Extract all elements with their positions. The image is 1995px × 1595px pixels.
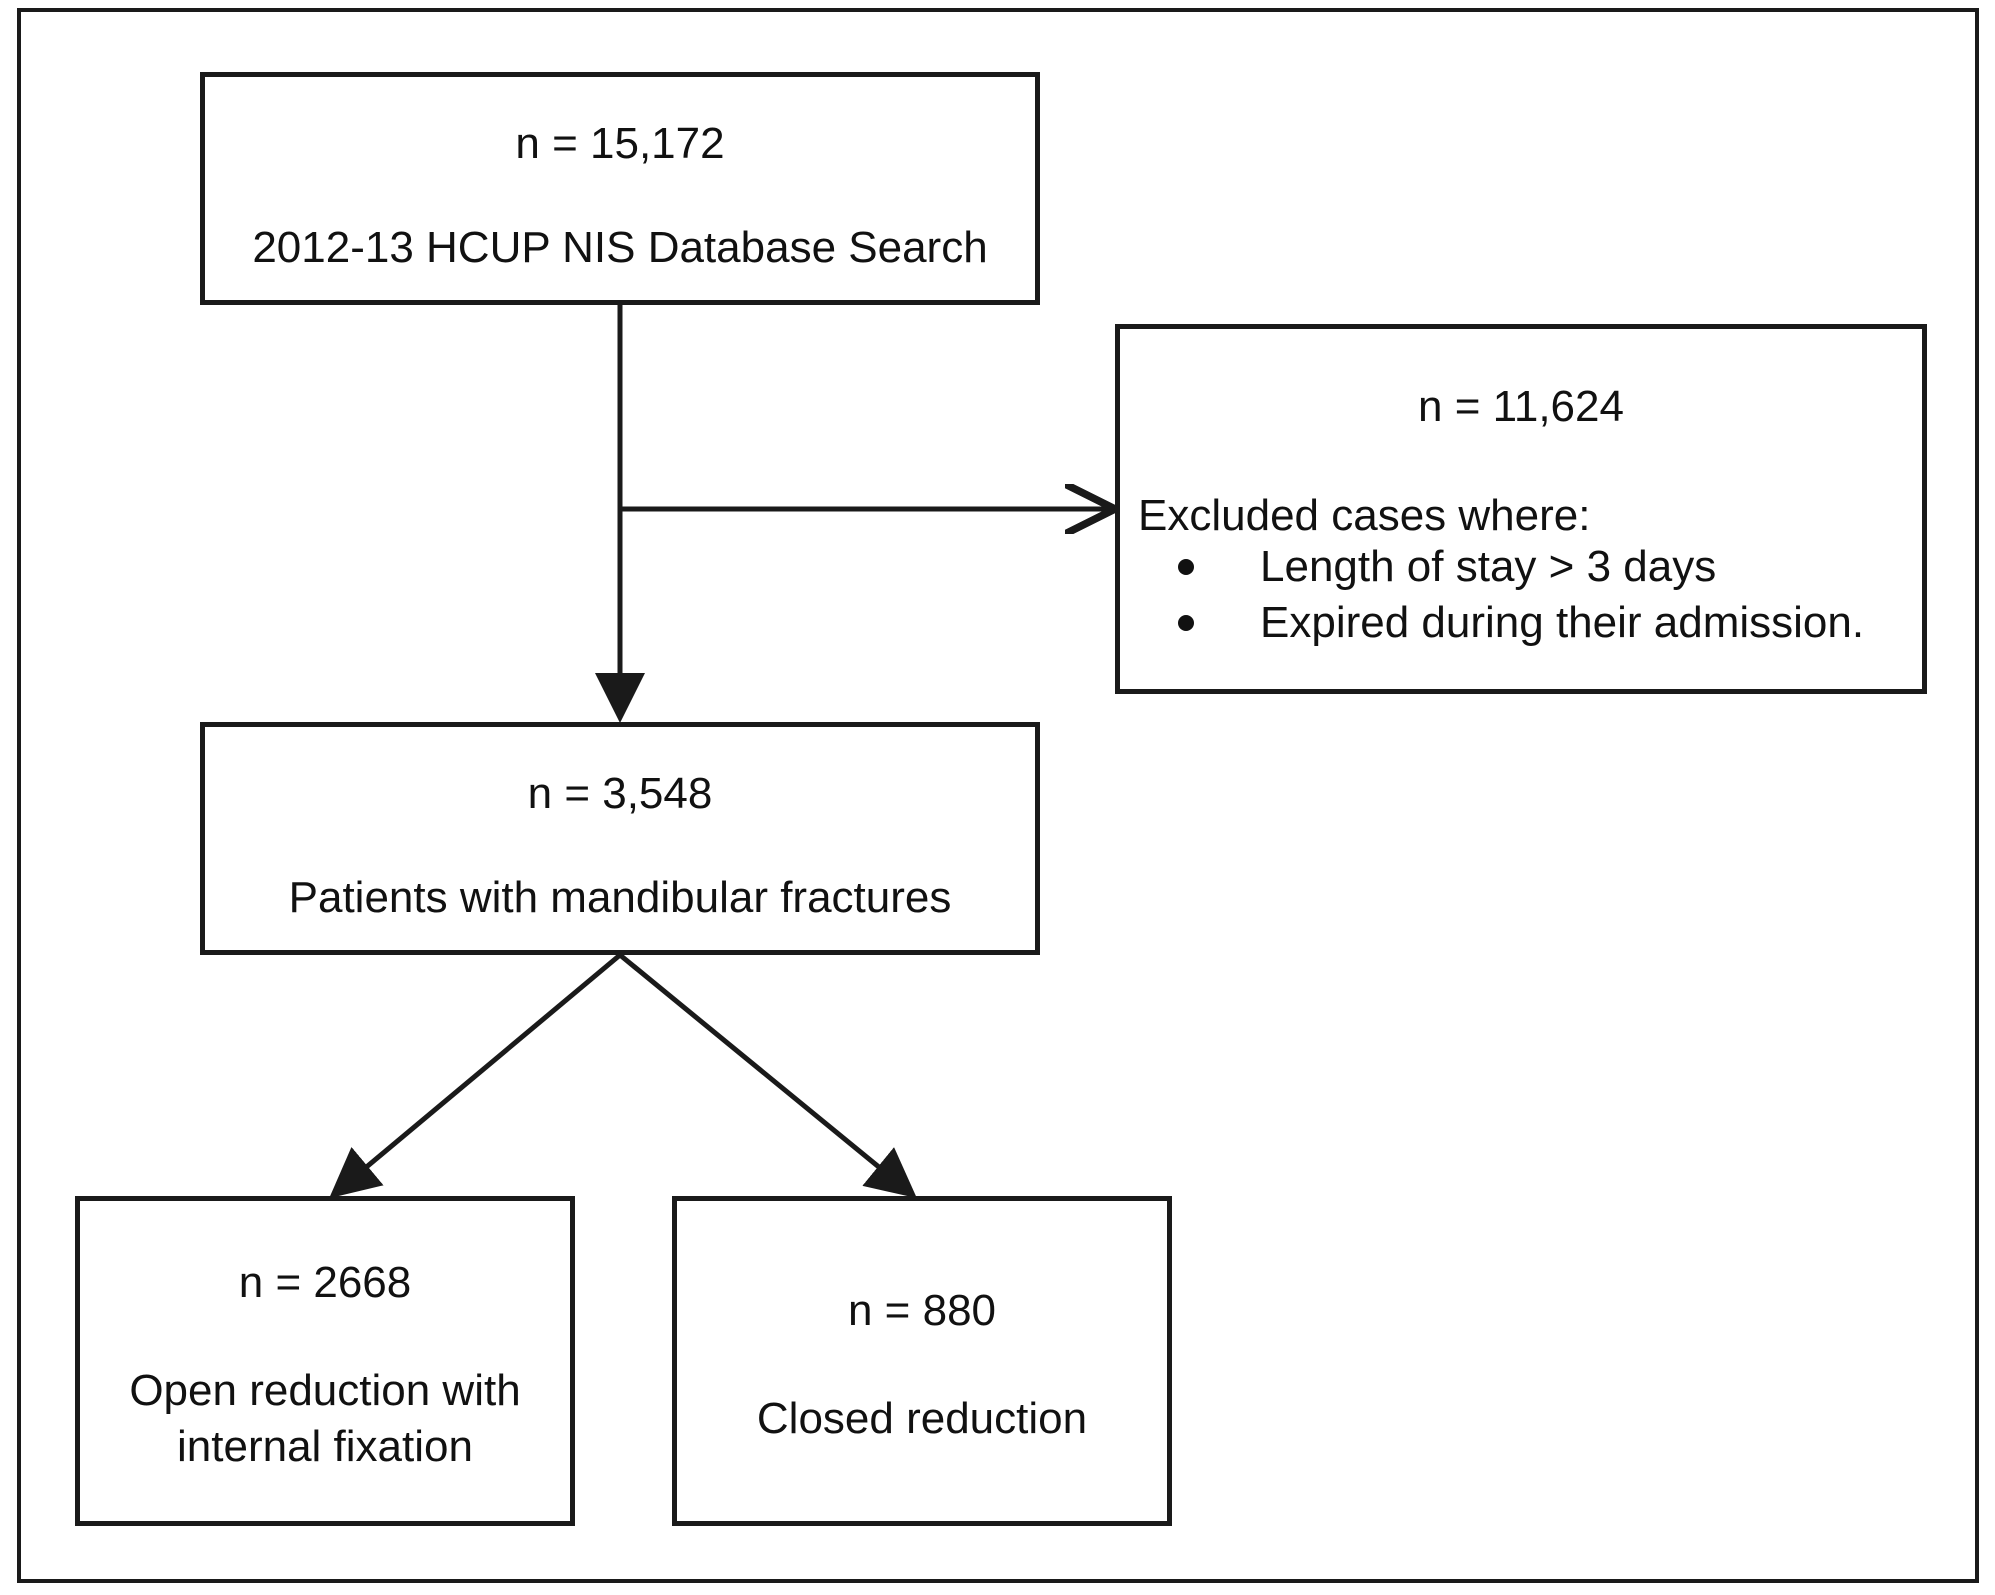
excluded-criterion-length-of-stay: Length of stay > 3 days — [1260, 542, 1717, 591]
open-reduction-box: n = 2668 Open reduction with internal fi… — [75, 1196, 575, 1526]
closed-reduction-label: Closed reduction — [756, 1394, 1088, 1443]
arrow-middle-to-left — [329, 953, 622, 1199]
mandibular-fractures-count: n = 3,548 — [527, 769, 713, 818]
excluded-criteria-title: Excluded cases where: — [1138, 491, 1591, 540]
excluded-count: n = 11,624 — [1418, 382, 1624, 431]
database-search-box: n = 15,172 2012-13 HCUP NIS Database Sea… — [200, 72, 1040, 305]
closed-reduction-box: n = 880 Closed reduction — [672, 1196, 1172, 1526]
arrow-middle-to-right — [618, 953, 917, 1199]
closed-reduction-count: n = 880 — [847, 1286, 997, 1335]
mandibular-fractures-box: n = 3,548 Patients with mandibular fract… — [200, 722, 1040, 955]
open-reduction-label-line1: Open reduction with — [129, 1366, 521, 1415]
bullet-icon — [1178, 615, 1194, 631]
open-reduction-label-line2: internal fixation — [177, 1422, 473, 1471]
excluded-criterion-expired: Expired during their admission. — [1260, 598, 1865, 647]
figure-frame — [17, 8, 1979, 1583]
mandibular-fractures-label: Patients with mandibular fractures — [288, 873, 952, 922]
excluded-cases-box: n = 11,624 Excluded cases where: Length … — [1115, 324, 1927, 694]
database-search-count: n = 15,172 — [515, 119, 725, 168]
database-search-label: 2012-13 HCUP NIS Database Search — [252, 223, 988, 272]
bullet-icon — [1178, 559, 1194, 575]
open-reduction-count: n = 2668 — [238, 1258, 412, 1307]
